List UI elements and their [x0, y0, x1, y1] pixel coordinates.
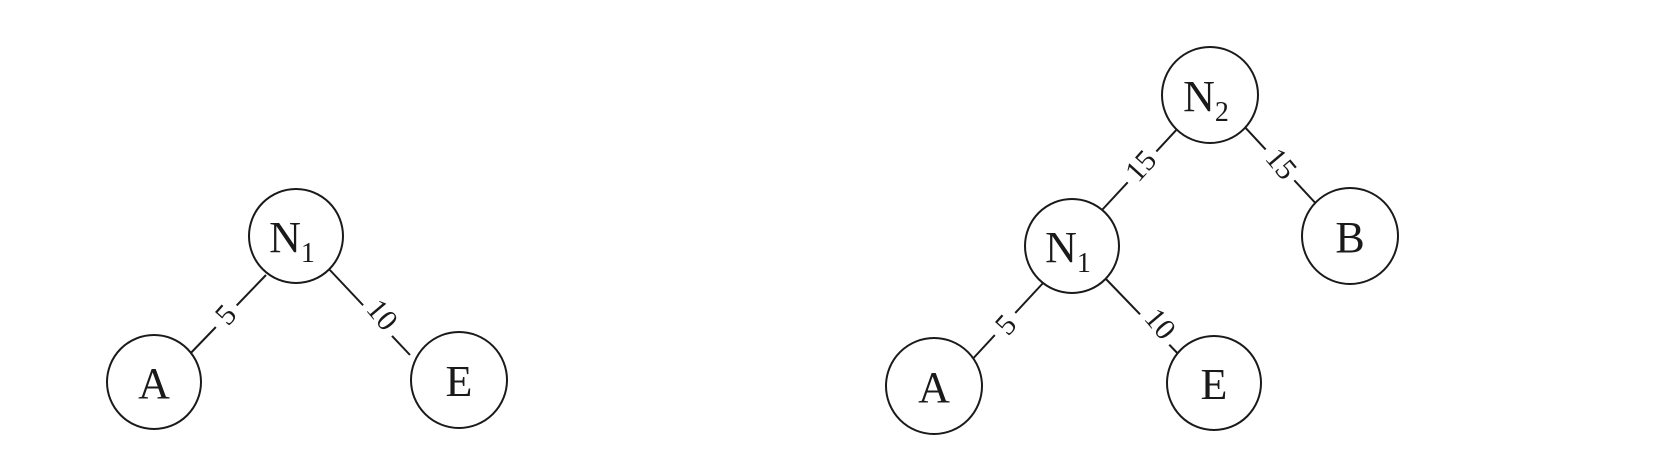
svg-text:N2: N2: [1183, 72, 1229, 128]
tree-1-node-n1-label: N: [269, 213, 301, 262]
tree-2-node-n1: N1: [1024, 198, 1120, 294]
tree-2-node-a-label: A: [918, 363, 950, 412]
tree-2-node-n1-label: N: [1045, 223, 1077, 272]
tree-2-edge-n2-b: 15: [1241, 123, 1321, 209]
tree-2-node-n2-subscript: 2: [1215, 97, 1229, 128]
tree-1-node-a: A: [106, 334, 202, 430]
tree-1: 5 10 N1 A E: [106, 188, 508, 430]
tree-2-node-e-label: E: [1201, 360, 1228, 409]
tree-2-edge-n2-n1: 15: [1101, 125, 1181, 211]
tree-1-node-e-label: E: [446, 357, 473, 406]
tree-2-node-n2: N2: [1161, 46, 1259, 144]
tree-2-edge-n1-e: 10: [1104, 277, 1189, 361]
tree-2-node-e: E: [1166, 335, 1262, 431]
svg-text:N1: N1: [1045, 223, 1091, 279]
tree-2: 15 15 5 10 N2: [885, 46, 1399, 435]
tree-1-node-n1-subscript: 1: [301, 238, 315, 269]
tree-1-node-n1: N1: [248, 188, 344, 284]
tree-2-edge-n1-e-weight: 10: [1138, 302, 1183, 346]
tree-1-edge-n1-e: 10: [327, 267, 412, 356]
tree-2-node-n1-subscript: 1: [1077, 248, 1091, 279]
tree-2-edge-n1-a: 5: [967, 281, 1045, 365]
tree-1-edge-n1-a: 5: [185, 274, 267, 359]
svg-text:N1: N1: [269, 213, 315, 269]
tree-1-node-a-label: A: [138, 359, 170, 408]
tree-2-node-b-label: B: [1335, 213, 1364, 262]
tree-2-node-a: A: [885, 337, 983, 435]
tree-1-node-e: E: [410, 331, 508, 429]
tree-2-node-b: B: [1301, 187, 1399, 285]
tree-2-node-n2-label: N: [1183, 72, 1215, 121]
